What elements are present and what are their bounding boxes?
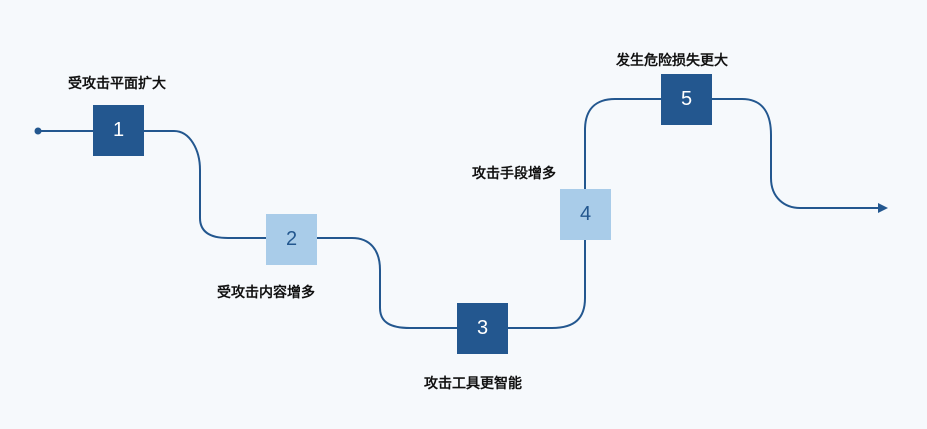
step-5-number: 5	[680, 88, 693, 110]
step-4-label: 攻击手段增多	[472, 166, 556, 182]
step-3-label: 攻击工具更智能	[424, 376, 522, 392]
step-1-number: 1	[112, 119, 125, 141]
step-3-box: 3	[457, 303, 508, 354]
step-4-box: 4	[560, 189, 611, 240]
arrowhead	[878, 203, 888, 213]
step-2-label: 受攻击内容增多	[217, 285, 315, 301]
step-5-label: 发生危险损失更大	[616, 53, 728, 69]
step-3-number: 3	[476, 317, 489, 339]
step-1-label: 受攻击平面扩大	[68, 76, 166, 92]
step-5-box: 5	[661, 74, 712, 125]
flow-path	[38, 98, 880, 329]
start-dot	[34, 127, 42, 135]
step-1-box: 1	[93, 105, 144, 156]
step-4-number: 4	[579, 203, 592, 225]
step-2-box: 2	[266, 214, 317, 265]
step-2-number: 2	[285, 228, 298, 250]
